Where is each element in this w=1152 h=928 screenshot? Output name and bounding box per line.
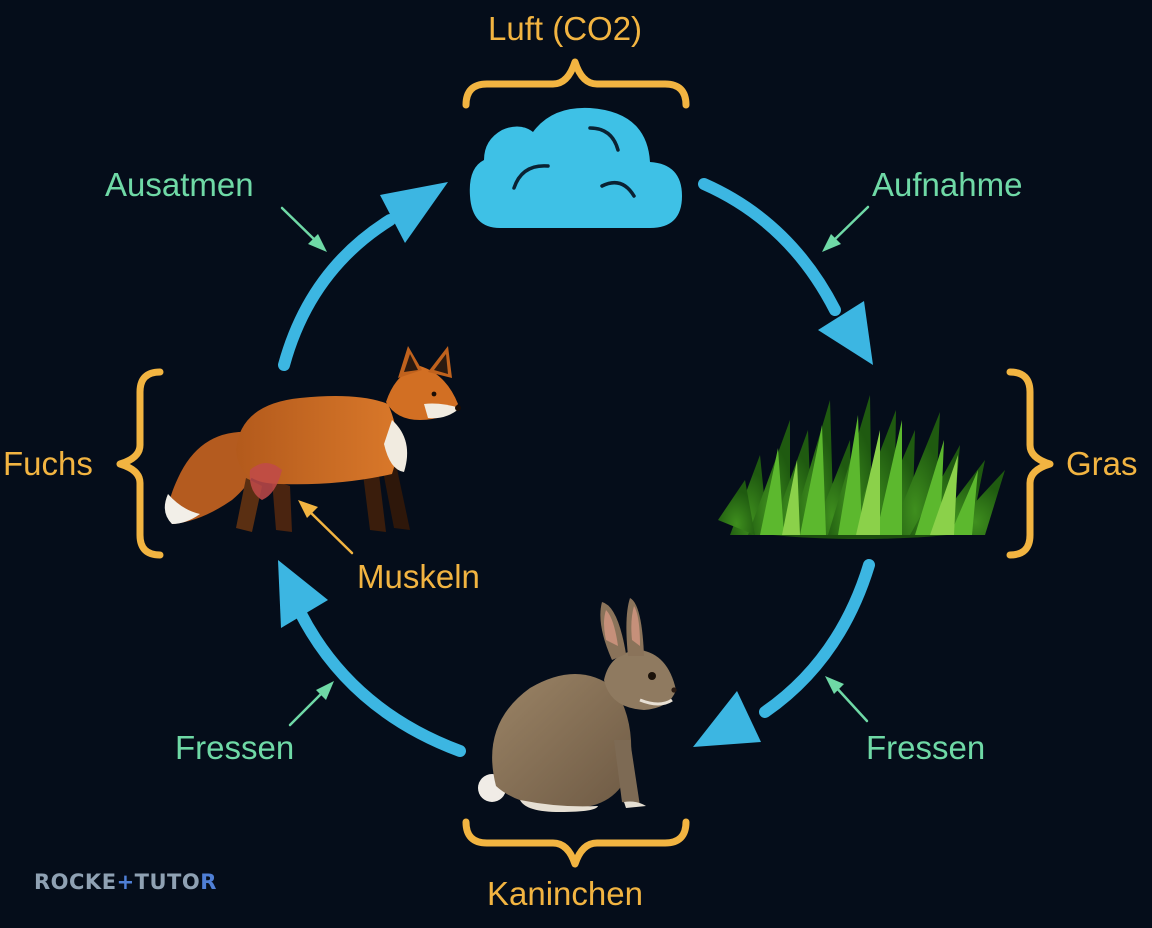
bracket-fuchs [116, 368, 164, 559]
annotation-label-muskeln: Muskeln [357, 558, 480, 595]
pointer-arrow-ausatmen [280, 206, 327, 252]
pointer-arrow-aufnahme [822, 205, 870, 252]
logo-text-part1: ROCKE [34, 870, 117, 894]
bracket-kaninchen [462, 818, 690, 868]
edge-label-ausatmen: Ausatmen [105, 166, 254, 203]
brand-logo: ROCKE+TUTOR [34, 872, 217, 893]
pointer-arrow-fressen-right [825, 676, 869, 723]
node-label-kaninchen: Kaninchen [487, 875, 643, 912]
cycle-arrow-kaninchen-to-fuchs [278, 560, 466, 757]
cycle-arrow-fuchs-to-luft [278, 182, 448, 371]
node-label-gras: Gras [1066, 445, 1138, 482]
cycle-arrow-gras-to-kaninchen [693, 559, 875, 747]
edge-label-fressen-left: Fressen [175, 729, 295, 766]
bracket-gras [1006, 368, 1054, 559]
logo-text-part2: + [116, 870, 135, 894]
bracket-luft [462, 58, 690, 109]
fox-icon [164, 346, 461, 532]
logo-text-part4: R [200, 870, 217, 894]
pointer-arrow-muskeln [298, 500, 354, 555]
grass-icon [718, 395, 1005, 539]
node-label-luft: Luft (CO2) [488, 10, 643, 47]
node-label-fuchs: Fuchs [3, 445, 93, 482]
cloud-icon [469, 107, 682, 228]
cycle-arrow-luft-to-gras [698, 178, 873, 365]
edge-label-aufnahme: Aufnahme [872, 166, 1023, 203]
edge-label-fressen-right: Fressen [866, 729, 986, 766]
pointer-arrow-fressen-left [288, 681, 334, 727]
rabbit-icon [478, 598, 677, 812]
logo-text-part3: TUTO [134, 870, 201, 894]
